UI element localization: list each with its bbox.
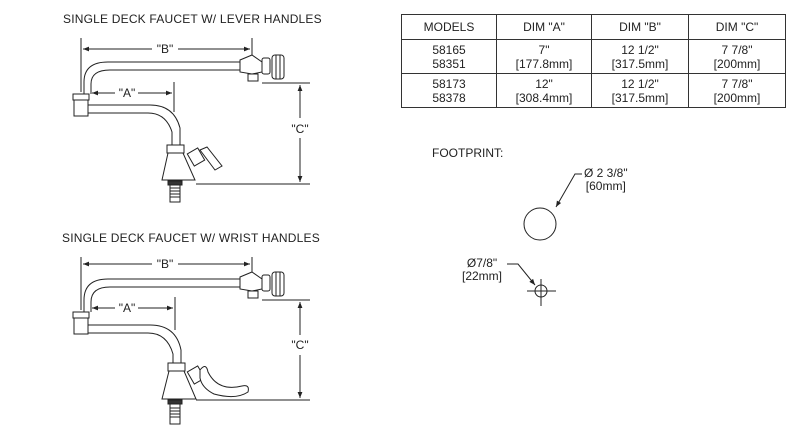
lever-handle <box>199 146 223 171</box>
lower-spout-outer <box>88 104 181 145</box>
small-hole-label: Ø7/8" [22mm] <box>462 257 502 283</box>
small-hole-metric: [22mm] <box>462 269 503 283</box>
dim-b-label: "B" <box>157 42 174 56</box>
large-hole-label: Ø 2 3/8" [60mm] <box>584 167 628 193</box>
cell-dim-c: 7 7/8"[200mm] <box>688 73 786 108</box>
lower-spout-inner <box>88 112 173 145</box>
header-models: MODELS <box>401 14 497 40</box>
upper-spout-inner <box>90 286 240 312</box>
dim-a-label: "A" <box>119 86 136 100</box>
footprint-title: FOOTPRINT: <box>432 146 504 160</box>
small-hole-leader <box>507 263 536 286</box>
valve-nut <box>261 274 271 292</box>
cell-dim-b: 12 1/2"[317.5mm] <box>591 73 689 108</box>
upper-spout-outer <box>83 278 240 312</box>
knob-handle <box>271 271 285 297</box>
header-dim-a: DIM "A" <box>496 14 592 40</box>
body-collar <box>167 362 186 372</box>
upper-spout-inner <box>90 69 240 94</box>
wrist-handle <box>199 366 249 398</box>
faucet-body <box>161 152 196 181</box>
body-collar <box>166 144 185 154</box>
valve-nut <box>261 57 271 75</box>
elbow-body <box>73 99 89 117</box>
shank-washer <box>167 399 183 405</box>
large-hole-metric: [60mm] <box>585 179 626 193</box>
stem-nut <box>186 147 206 167</box>
large-hole-circle <box>523 207 557 241</box>
elbow-body <box>73 317 89 335</box>
valve-outlet <box>247 73 259 82</box>
dim-b-label: "B" <box>157 257 174 271</box>
dim-c-label: "C" <box>291 122 308 136</box>
cell-dim-a: 12"[308.4mm] <box>496 73 592 108</box>
large-hole-leader <box>555 173 582 208</box>
valve-body <box>239 271 263 292</box>
wrist-faucet-drawing <box>72 257 310 425</box>
wrist-faucet-title: SINGLE DECK FAUCET W/ WRIST HANDLES <box>62 231 320 245</box>
lower-spout-outer <box>88 324 182 363</box>
large-hole-imperial: Ø 2 3/8" <box>584 166 628 180</box>
shank-washer <box>167 180 183 186</box>
lever-faucet-drawing <box>72 38 310 203</box>
dim-a-label: "A" <box>119 301 136 315</box>
dim-c-label: "C" <box>291 338 308 352</box>
valve-body <box>239 54 263 75</box>
cell-dim-b: 12 1/2"[317.5mm] <box>591 39 689 74</box>
small-hole-imperial: Ø7/8" <box>466 256 498 270</box>
upper-spout-outer <box>83 61 240 94</box>
header-dim-c: DIM "C" <box>688 14 786 40</box>
table-header-row: MODELS DIM "A" DIM "B" DIM "C" <box>401 14 786 40</box>
faucet-body <box>161 370 197 400</box>
cell-dim-c: 7 7/8"[200mm] <box>688 39 786 74</box>
lever-faucet-title: SINGLE DECK FAUCET W/ LEVER HANDLES <box>63 12 322 26</box>
cell-dim-a: 7"[177.8mm] <box>496 39 592 74</box>
elbow-collar <box>72 93 90 101</box>
footprint-drawing <box>507 173 582 306</box>
valve-outlet <box>247 290 259 299</box>
header-dim-b: DIM "B" <box>591 14 689 40</box>
elbow-collar <box>72 311 90 319</box>
lower-spout-inner <box>88 332 174 363</box>
knob-handle <box>271 54 285 80</box>
